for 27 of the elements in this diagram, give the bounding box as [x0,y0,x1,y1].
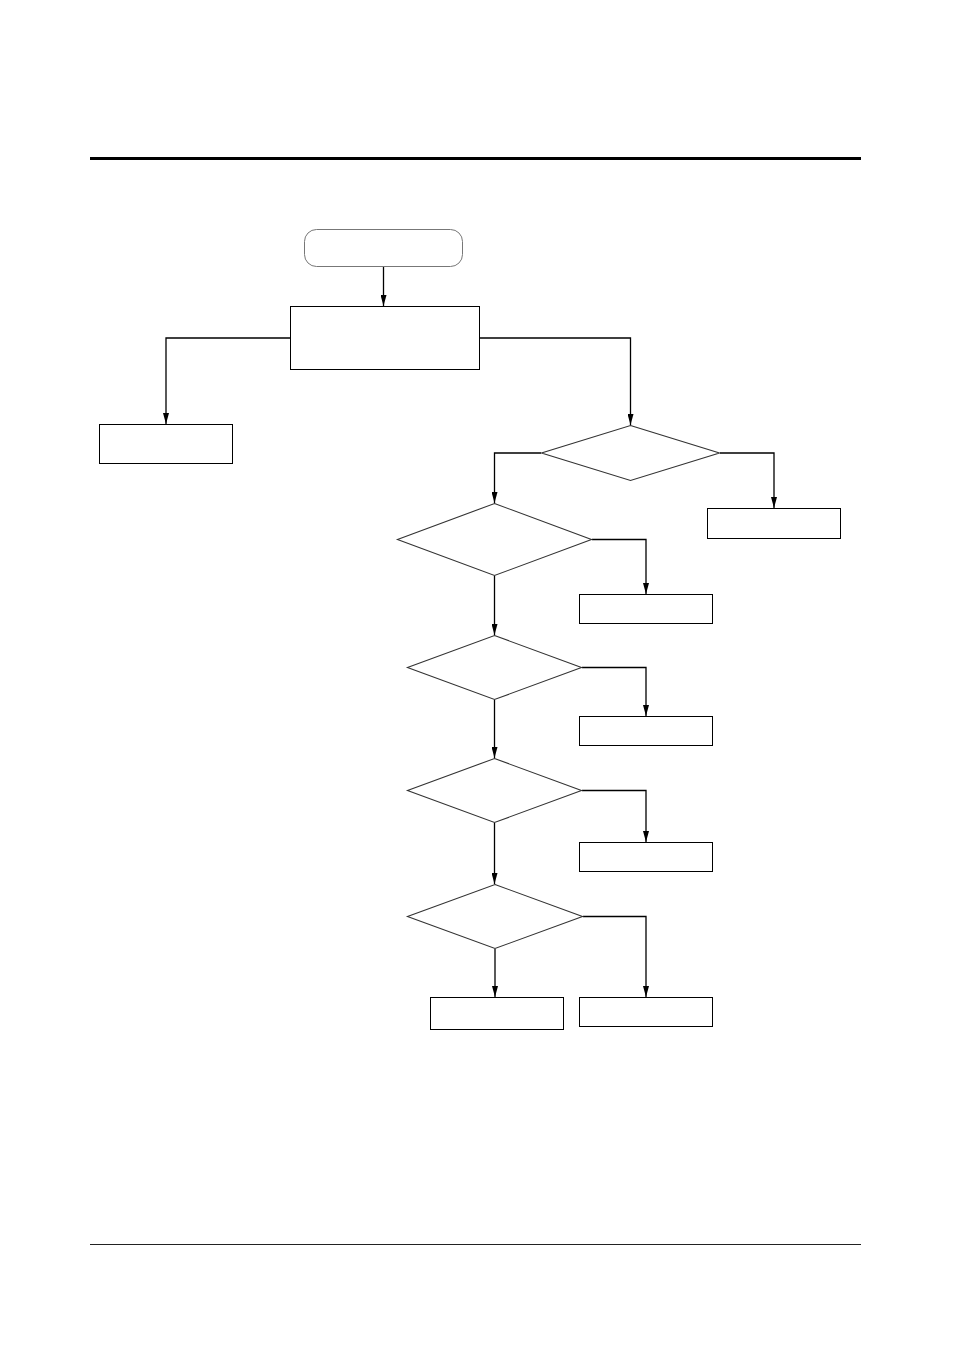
arrow [491,822,498,885]
process-box [579,997,713,1027]
decision-diamond [397,503,592,576]
arrow [492,948,498,998]
process-box [430,997,564,1030]
arrow [479,337,634,426]
arrow [163,337,291,425]
process-box [707,508,841,539]
decision-diamond [407,884,583,949]
decision-diamond [407,635,582,700]
arrow [591,538,649,595]
arrow [491,699,498,759]
decision-diamond [541,425,720,481]
terminal-shape [304,229,463,267]
arrow [491,452,542,504]
arrow [491,575,498,636]
arrow [380,266,387,307]
process-box [99,424,233,464]
arrow [582,915,649,998]
arrow [581,789,649,843]
process-box [579,716,713,746]
decision-diamond [407,758,582,823]
process-box [579,594,713,624]
arrow [581,666,649,717]
process-box [290,306,480,370]
process-box [579,842,713,872]
arrow [719,452,777,509]
